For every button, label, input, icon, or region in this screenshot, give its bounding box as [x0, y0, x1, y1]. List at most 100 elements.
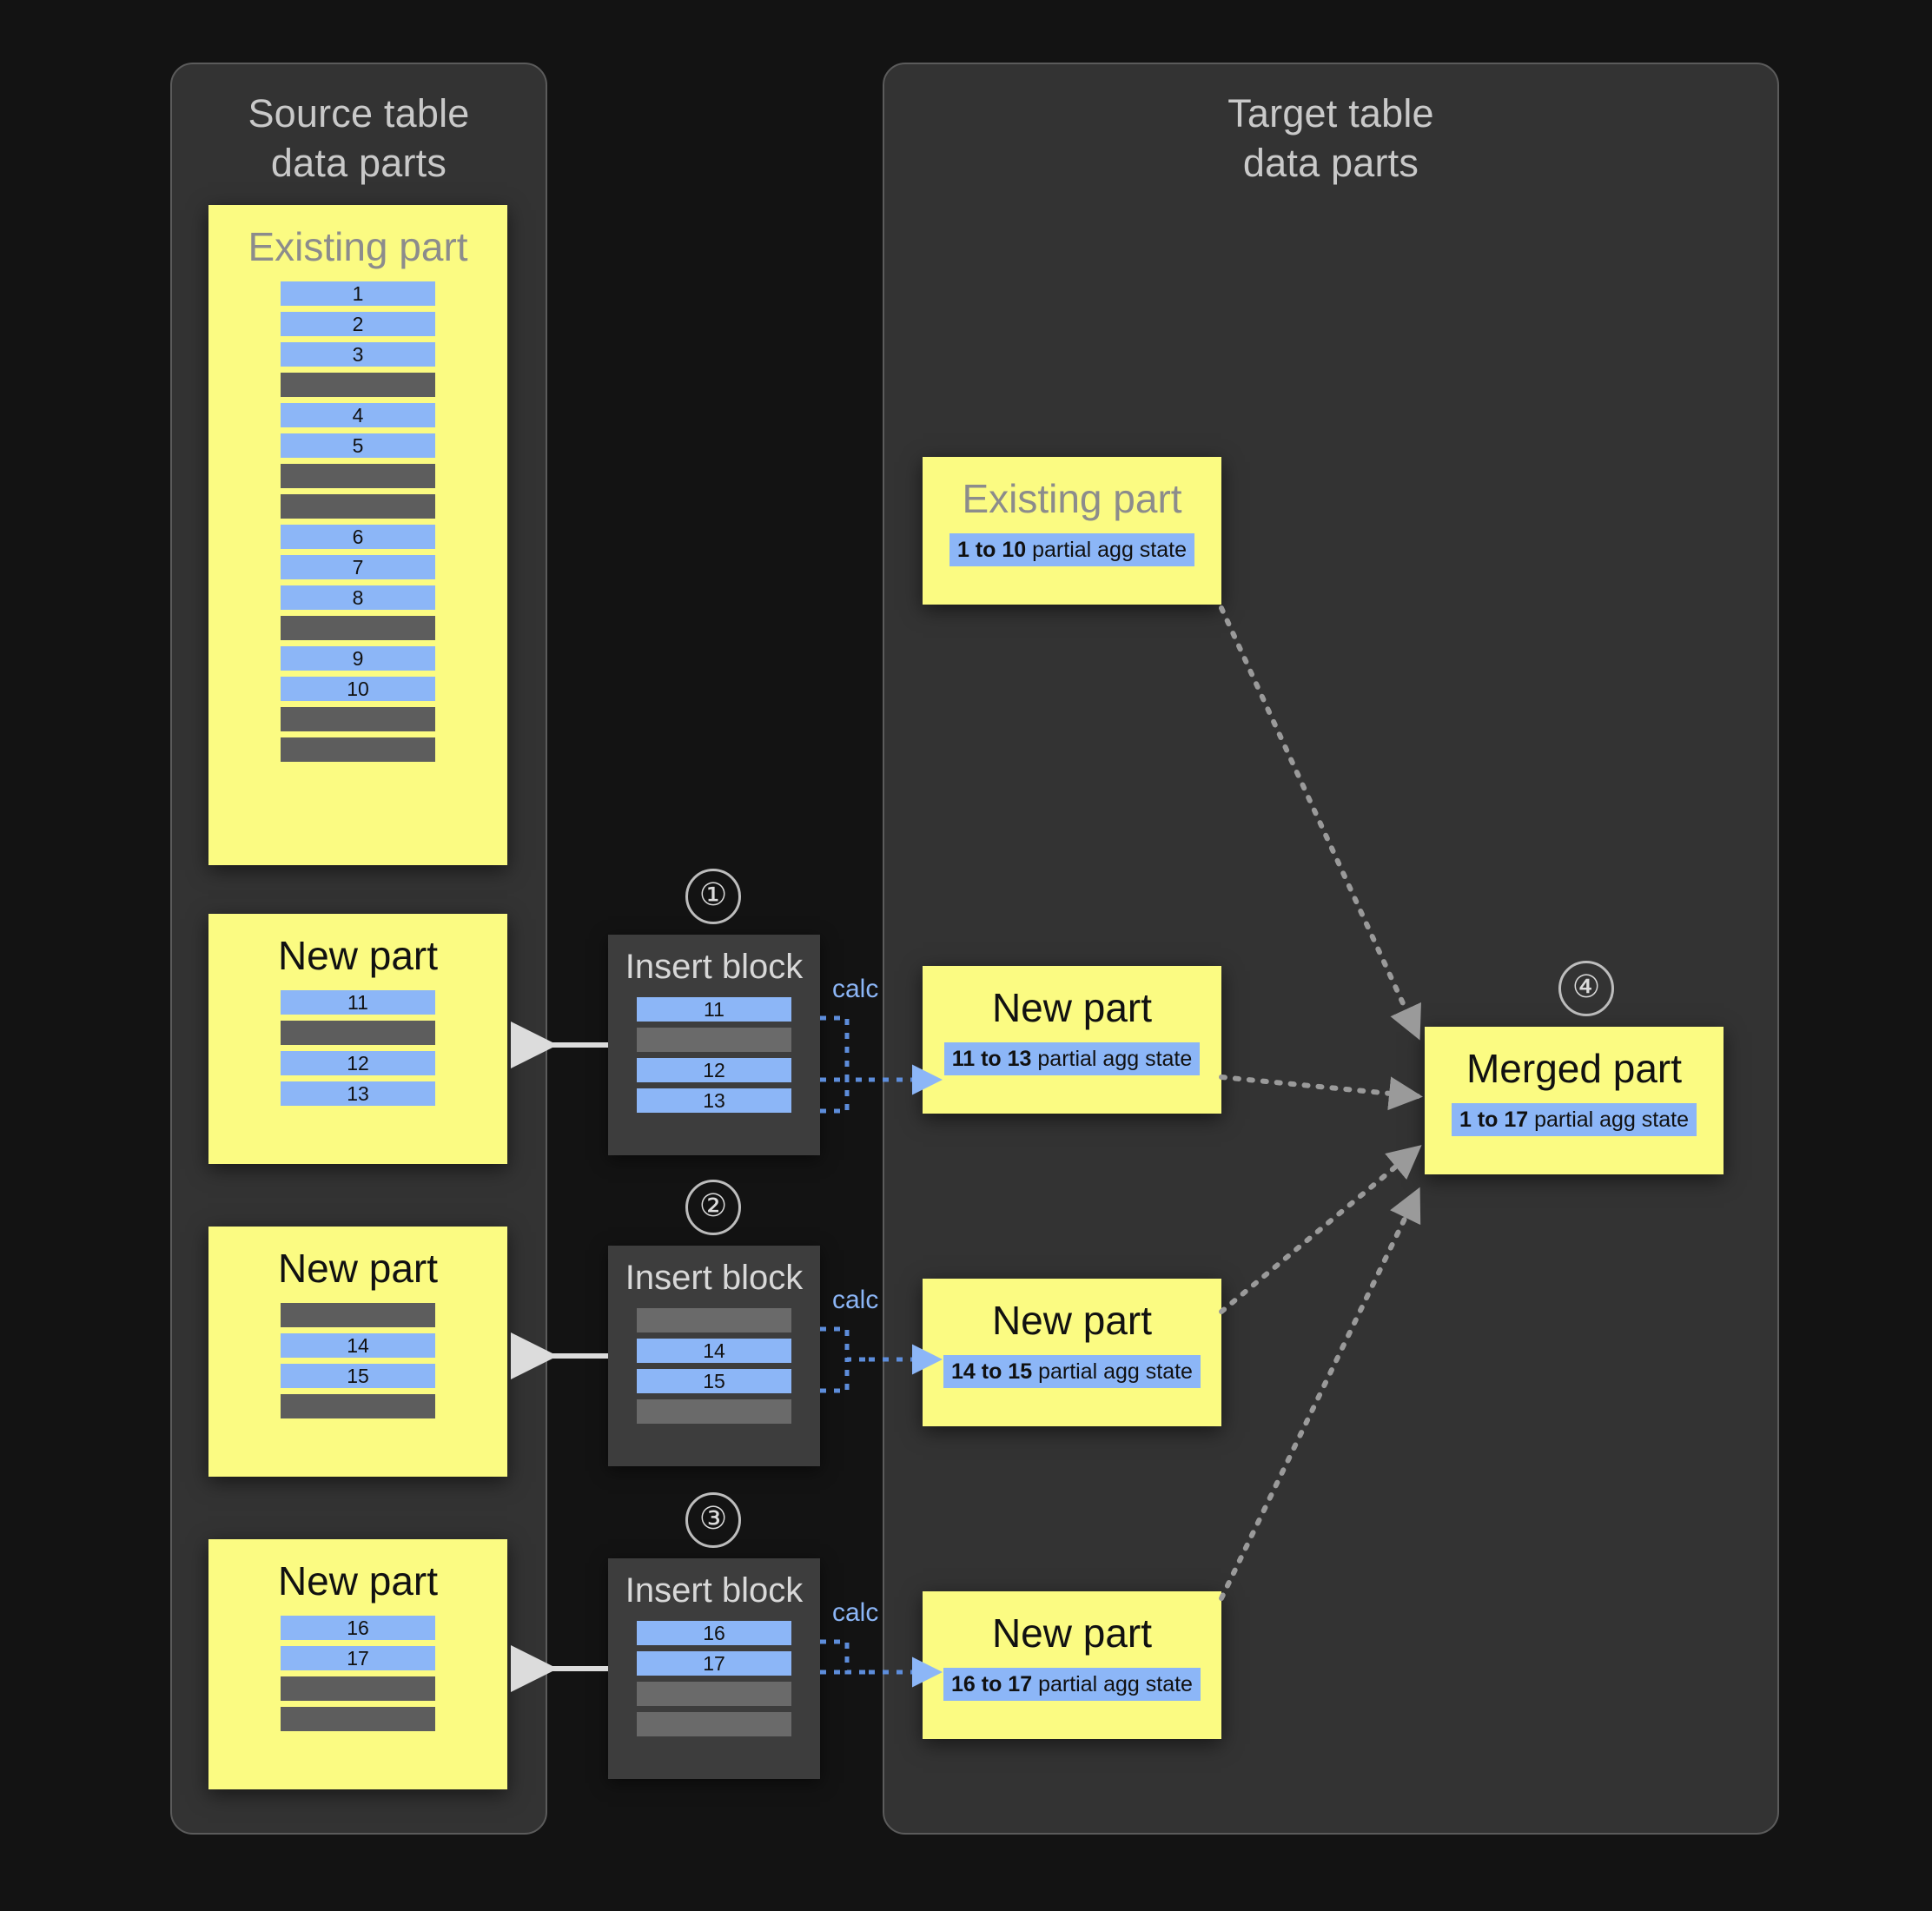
target-new-part-1-title: New part [991, 985, 1153, 1030]
source-existing-part-row-10: 7 [281, 555, 435, 579]
source-existing-part-row-1: 1 [281, 281, 435, 306]
calc-connector-3a [820, 1639, 869, 1675]
target-new-part-3-state-wrap: 16 to 17 partial agg state [923, 1668, 1221, 1701]
merged-part-range: 1 to 17 [1459, 1108, 1529, 1132]
step-marker-3: ③ [685, 1492, 741, 1548]
target-new-part-3: New part 16 to 17 partial agg state [923, 1591, 1221, 1739]
target-existing-part-state: 1 to 10 partial agg state [949, 533, 1195, 566]
target-new-part-2-state: 14 to 15 partial agg state [943, 1355, 1201, 1388]
source-table-title: Source table data parts [248, 91, 470, 185]
target-table-panel: Target table data parts [883, 63, 1779, 1835]
target-new-part-3-state-text: partial agg state [1032, 1672, 1193, 1696]
source-existing-part-row-3: 3 [281, 342, 435, 367]
insert-block-1-rows: 11 12 13 [608, 997, 820, 1113]
target-new-part-2: New part 14 to 15 partial agg state [923, 1279, 1221, 1426]
calc-connector-1c [820, 1080, 850, 1114]
insert-block-3-row-1: 16 [637, 1621, 791, 1645]
insert-block-2-row-1 [637, 1308, 791, 1332]
target-new-part-1-state: 11 to 13 partial agg state [943, 1042, 1201, 1075]
source-new-part-2: New part 14 15 [208, 1227, 507, 1477]
insert-block-2-title: Insert block [625, 1259, 804, 1297]
source-existing-part-row-9: 6 [281, 525, 435, 549]
source-new-part-3-row-1: 16 [281, 1616, 435, 1640]
calc-label-1: calc [832, 975, 879, 1003]
insert-block-1: Insert block 11 12 13 [608, 935, 820, 1155]
target-new-part-1-state-wrap: 11 to 13 partial agg state [923, 1042, 1221, 1075]
source-new-part-3-row-2: 17 [281, 1646, 435, 1670]
target-new-part-1-state-text: partial agg state [1031, 1047, 1193, 1071]
merged-part-state: 1 to 17 partial agg state [1451, 1103, 1697, 1136]
source-new-part-2-row-2: 14 [281, 1333, 435, 1358]
source-existing-part-row-2: 2 [281, 312, 435, 336]
target-new-part-3-title: New part [991, 1610, 1153, 1656]
merged-part-state-text: partial agg state [1528, 1108, 1690, 1132]
source-new-part-1-rows: 11 12 13 [208, 990, 507, 1106]
source-new-part-2-row-1 [281, 1303, 435, 1327]
insert-block-2-row-3: 15 [637, 1369, 791, 1393]
insert-block-2-row-4 [637, 1399, 791, 1424]
target-existing-part-title: Existing part [962, 476, 1182, 521]
target-new-part-3-state: 16 to 17 partial agg state [943, 1668, 1201, 1701]
source-new-part-2-row-4 [281, 1394, 435, 1418]
merged-part: Merged part 1 to 17 partial agg state [1425, 1027, 1724, 1174]
target-table-title: Target table data parts [1227, 91, 1434, 185]
merged-part-state-wrap: 1 to 17 partial agg state [1425, 1103, 1724, 1136]
source-existing-part-row-13: 9 [281, 646, 435, 671]
insert-block-3-title: Insert block [625, 1571, 804, 1610]
insert-block-1-row-3: 12 [637, 1058, 791, 1082]
source-new-part-1-row-4: 13 [281, 1081, 435, 1106]
source-existing-part-row-7 [281, 464, 435, 488]
calc-connectors [820, 1015, 869, 1675]
target-existing-part-range: 1 to 10 [956, 538, 1027, 562]
source-existing-part-row-8 [281, 494, 435, 519]
source-new-part-3-row-3 [281, 1676, 435, 1701]
source-new-part-1-row-3: 12 [281, 1051, 435, 1075]
insert-block-3-row-2: 17 [637, 1651, 791, 1676]
source-existing-part-row-14: 10 [281, 677, 435, 701]
merged-part-title: Merged part [1466, 1046, 1682, 1091]
source-existing-part-row-12 [281, 616, 435, 640]
target-new-part-2-state-wrap: 14 to 15 partial agg state [923, 1355, 1221, 1388]
source-new-part-3-title: New part [277, 1558, 439, 1604]
source-existing-part-row-15 [281, 707, 435, 731]
target-existing-part-state-text: partial agg state [1026, 538, 1188, 562]
target-new-part-2-range: 14 to 15 [951, 1359, 1033, 1384]
source-new-part-1: New part 11 12 13 [208, 914, 507, 1164]
step-marker-4: ④ [1558, 961, 1614, 1016]
calc-connector-2a [820, 1326, 869, 1362]
calc-label-3: calc [832, 1598, 879, 1627]
target-new-part-2-title: New part [991, 1298, 1153, 1343]
insert-block-3-row-4 [637, 1712, 791, 1736]
target-existing-part-state-wrap: 1 to 10 partial agg state [923, 533, 1221, 566]
insert-block-1-row-2 [637, 1028, 791, 1052]
source-new-part-1-row-1: 11 [281, 990, 435, 1015]
target-new-part-1-range: 11 to 13 [951, 1047, 1032, 1071]
source-new-part-1-title: New part [277, 933, 439, 978]
insert-block-2-row-2: 14 [637, 1339, 791, 1363]
insert-block-1-row-1: 11 [637, 997, 791, 1022]
calc-connector-2b [820, 1359, 850, 1393]
source-new-part-2-row-3: 15 [281, 1364, 435, 1388]
step-marker-2: ② [685, 1180, 741, 1235]
source-existing-part-row-5: 4 [281, 403, 435, 427]
step-marker-1: ① [685, 869, 741, 924]
insert-block-1-row-4: 13 [637, 1088, 791, 1113]
target-new-part-2-state-text: partial agg state [1032, 1359, 1193, 1384]
source-existing-part-title: Existing part [248, 224, 468, 269]
source-existing-part-row-4 [281, 373, 435, 397]
source-existing-part-row-11: 8 [281, 585, 435, 610]
insert-block-1-title: Insert block [625, 948, 804, 986]
source-existing-part-row-16 [281, 737, 435, 762]
insert-block-3-row-3 [637, 1682, 791, 1706]
target-existing-part: Existing part 1 to 10 partial agg state [923, 457, 1221, 605]
source-new-part-2-title: New part [277, 1246, 439, 1291]
calc-label-2: calc [832, 1286, 879, 1314]
